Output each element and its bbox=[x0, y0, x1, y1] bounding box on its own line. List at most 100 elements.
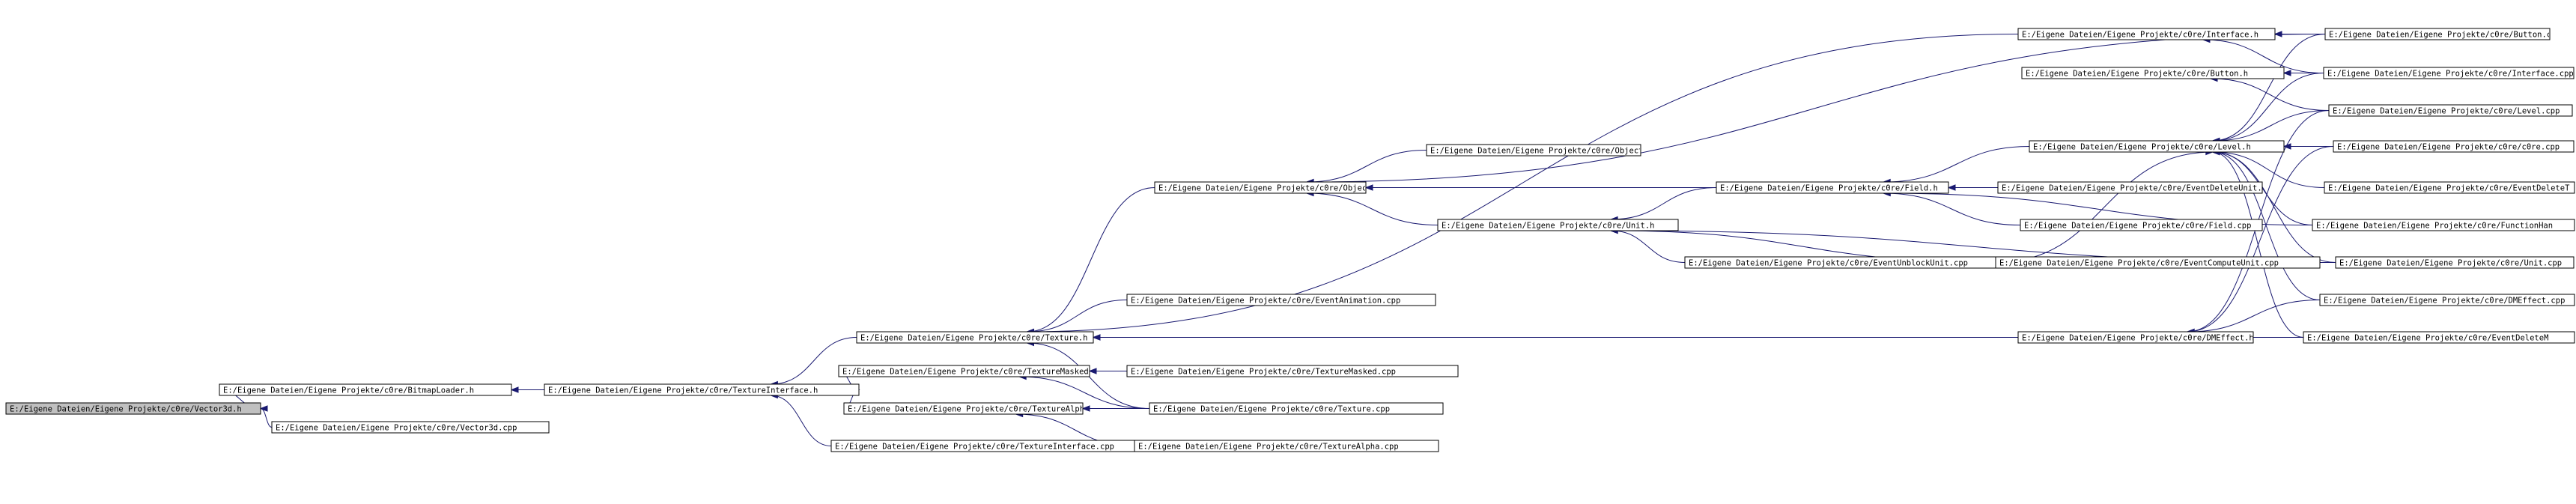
node-box bbox=[1126, 365, 1459, 377]
node-label: E:/Eigene Dateien/Eigene Projekte/c0re/F… bbox=[2316, 222, 2553, 231]
nodes-layer: E:/Eigene Dateien/Eigene Projekte/c0re/V… bbox=[5, 28, 2575, 452]
node-box bbox=[843, 402, 1084, 415]
dependency-edge bbox=[2212, 151, 2325, 188]
node-label: E:/Eigene Dateien/Eigene Projekte/c0re/F… bbox=[1720, 184, 1938, 193]
graph-node[interactable]: E:/Eigene Dateien/Eigene Projekte/c0re/T… bbox=[1134, 440, 1439, 452]
node-label: E:/Eigene Dateien/Eigene Projekte/c0re/T… bbox=[548, 386, 818, 395]
node-label: E:/Eigene Dateien/Eigene Projekte/c0re/T… bbox=[848, 405, 1099, 414]
dependency-edge bbox=[1027, 300, 1128, 333]
graph-node[interactable]: E:/Eigene Dateien/Eigene Projekte/c0re/U… bbox=[1437, 219, 1679, 231]
node-label: E:/Eigene Dateien/Eigene Projekte/c0re/E… bbox=[2307, 334, 2548, 343]
node-box bbox=[544, 383, 860, 396]
node-label: E:/Eigene Dateien/Eigene Projekte/c0re/D… bbox=[2324, 297, 2565, 306]
graph-node[interactable]: E:/Eigene Dateien/Eigene Projekte/c0re/B… bbox=[2021, 67, 2285, 79]
graph-node[interactable]: E:/Eigene Dateien/Eigene Projekte/c0re/T… bbox=[830, 440, 1138, 452]
arrowhead bbox=[2282, 143, 2291, 150]
arrowhead bbox=[1947, 184, 1956, 191]
graph-node[interactable]: E:/Eigene Dateien/Eigene Projekte/c0re/V… bbox=[5, 402, 261, 415]
graph-node[interactable]: E:/Eigene Dateien/Eigene Projekte/c0re/F… bbox=[1716, 181, 1949, 194]
node-label: E:/Eigene Dateien/Eigene Projekte/c0re/c… bbox=[2337, 143, 2560, 152]
dependency-edge bbox=[1307, 150, 1427, 183]
node-box bbox=[2303, 331, 2575, 344]
node-box bbox=[2020, 219, 2263, 231]
node-label: E:/Eigene Dateien/Eigene Projekte/c0re/E… bbox=[1131, 297, 1400, 306]
graph-node[interactable]: E:/Eigene Dateien/Eigene Projekte/c0re/B… bbox=[219, 383, 512, 396]
node-label: E:/Eigene Dateien/Eigene Projekte/c0re/E… bbox=[1999, 259, 2279, 268]
arrowhead bbox=[1092, 334, 1101, 341]
dependency-edge bbox=[1611, 187, 1717, 220]
graph-node[interactable]: E:/Eigene Dateien/Eigene Projekte/c0re/O… bbox=[1154, 181, 1381, 194]
graph-node[interactable]: E:/Eigene Dateien/Eigene Projekte/c0re/I… bbox=[2017, 28, 2276, 40]
graph-node[interactable]: E:/Eigene Dateien/Eigene Projekte/c0re/O… bbox=[1426, 144, 1662, 157]
node-label: E:/Eigene Dateien/Eigene Projekte/c0re/T… bbox=[1131, 368, 1396, 377]
graph-node[interactable]: E:/Eigene Dateien/Eigene Projekte/c0re/T… bbox=[843, 402, 1099, 415]
graph-node[interactable]: E:/Eigene Dateien/Eigene Projekte/c0re/c… bbox=[2333, 140, 2575, 153]
node-box bbox=[2021, 67, 2285, 79]
node-box bbox=[838, 365, 1090, 377]
graph-node[interactable]: E:/Eigene Dateien/Eigene Projekte/c0re/E… bbox=[2324, 181, 2575, 194]
dependency-edge bbox=[1995, 151, 2213, 263]
node-box bbox=[2017, 331, 2254, 344]
node-label: E:/Eigene Dateien/Eigene Projekte/c0re/U… bbox=[1442, 222, 1654, 231]
dependency-edge bbox=[2212, 34, 2326, 142]
graph-node[interactable]: E:/Eigene Dateien/Eigene Projekte/c0re/D… bbox=[2319, 294, 2575, 306]
graph-node[interactable]: E:/Eigene Dateien/Eigene Projekte/c0re/D… bbox=[2017, 331, 2254, 344]
arrowhead bbox=[1088, 368, 1097, 374]
node-box bbox=[2333, 140, 2575, 153]
graph-node[interactable]: E:/Eigene Dateien/Eigene Projekte/c0re/T… bbox=[1149, 402, 1444, 415]
node-box bbox=[2328, 104, 2573, 117]
node-label: E:/Eigene Dateien/Eigene Projekte/c0re/O… bbox=[1158, 184, 1381, 193]
dependency-edge bbox=[1027, 187, 1155, 333]
graph-node[interactable]: E:/Eigene Dateien/Eigene Projekte/c0re/E… bbox=[1997, 181, 2276, 194]
dependency-edge bbox=[1883, 146, 2030, 183]
node-box bbox=[2324, 28, 2551, 40]
dependency-edge bbox=[260, 408, 273, 428]
graph-node[interactable]: E:/Eigene Dateien/Eigene Projekte/c0re/U… bbox=[2335, 256, 2575, 269]
dependency-edge bbox=[1611, 230, 1686, 263]
node-box bbox=[2029, 140, 2285, 153]
node-box bbox=[5, 402, 261, 415]
node-label: E:/Eigene Dateien/Eigene Projekte/c0re/B… bbox=[223, 386, 474, 395]
node-box bbox=[2323, 67, 2575, 79]
graph-node[interactable]: E:/Eigene Dateien/Eigene Projekte/c0re/L… bbox=[2029, 140, 2285, 153]
graph-node[interactable]: E:/Eigene Dateien/Eigene Projekte/c0re/F… bbox=[2312, 219, 2575, 231]
node-label: E:/Eigene Dateien/Eigene Projekte/c0re/T… bbox=[1153, 405, 1390, 414]
node-box bbox=[1437, 219, 1679, 231]
graph-node[interactable]: E:/Eigene Dateien/Eigene Projekte/c0re/E… bbox=[2303, 331, 2575, 344]
node-label: E:/Eigene Dateien/Eigene Projekte/c0re/T… bbox=[842, 368, 1098, 377]
dependency-edge bbox=[2212, 110, 2330, 142]
graph-node[interactable]: E:/Eigene Dateien/Eigene Projekte/c0re/T… bbox=[1126, 365, 1459, 377]
arrowhead bbox=[2282, 70, 2291, 76]
graph-node[interactable]: E:/Eigene Dateien/Eigene Projekte/c0re/T… bbox=[856, 331, 1094, 344]
graph-node[interactable]: E:/Eigene Dateien/Eigene Projekte/c0re/E… bbox=[1126, 294, 1436, 306]
node-box bbox=[2324, 181, 2575, 194]
graph-node[interactable]: E:/Eigene Dateien/Eigene Projekte/c0re/T… bbox=[544, 383, 860, 396]
node-label: E:/Eigene Dateien/Eigene Projekte/c0re/T… bbox=[1138, 443, 1399, 452]
node-label: E:/Eigene Dateien/Eigene Projekte/c0re/E… bbox=[1689, 259, 1968, 268]
node-box bbox=[2312, 219, 2575, 231]
arrowhead bbox=[1081, 405, 1090, 412]
graph-node[interactable]: E:/Eigene Dateien/Eigene Projekte/c0re/F… bbox=[2020, 219, 2263, 231]
dependency-edge bbox=[1883, 192, 2021, 225]
node-box bbox=[1995, 256, 2321, 269]
graph-node[interactable]: E:/Eigene Dateien/Eigene Projekte/c0re/T… bbox=[838, 365, 1098, 377]
node-box bbox=[1134, 440, 1439, 452]
node-box bbox=[1149, 402, 1444, 415]
graph-node[interactable]: E:/Eigene Dateien/Eigene Projekte/c0re/E… bbox=[1995, 256, 2321, 269]
graph-node[interactable]: E:/Eigene Dateien/Eigene Projekte/c0re/L… bbox=[2328, 104, 2573, 117]
graph-node[interactable]: E:/Eigene Dateien/Eigene Projekte/c0re/I… bbox=[2323, 67, 2575, 79]
node-box bbox=[2335, 256, 2575, 269]
graph-node[interactable]: E:/Eigene Dateien/Eigene Projekte/c0re/B… bbox=[2324, 28, 2561, 40]
graph-node[interactable]: E:/Eigene Dateien/Eigene Projekte/c0re/E… bbox=[1684, 256, 2002, 269]
node-box bbox=[1126, 294, 1436, 306]
arrowhead bbox=[510, 386, 519, 393]
dependency-edge bbox=[1307, 34, 2326, 183]
node-label: E:/Eigene Dateien/Eigene Projekte/c0re/B… bbox=[2329, 31, 2561, 40]
node-box bbox=[1997, 181, 2263, 194]
dependency-edge bbox=[2212, 151, 2321, 300]
node-label: E:/Eigene Dateien/Eigene Projekte/c0re/I… bbox=[2022, 31, 2258, 40]
graph-node[interactable]: E:/Eigene Dateien/Eigene Projekte/c0re/V… bbox=[271, 421, 550, 434]
node-label: E:/Eigene Dateien/Eigene Projekte/c0re/T… bbox=[835, 443, 1114, 452]
dependency-edge bbox=[2212, 73, 2324, 142]
